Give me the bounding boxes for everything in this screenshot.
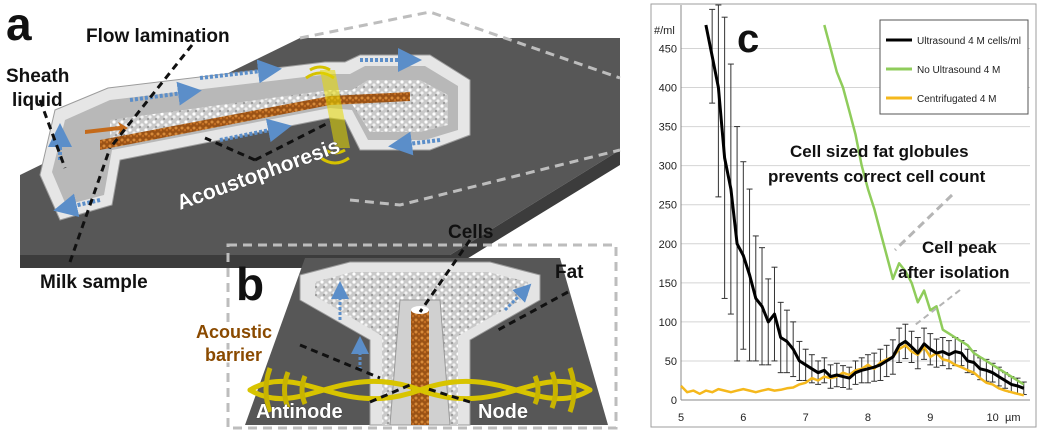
- annotation-fat-line2: prevents correct cell count: [768, 167, 986, 186]
- x-tick-labels: 5 6 7 8 9 10: [678, 412, 999, 424]
- node-label: Node: [478, 401, 528, 423]
- panel-letter-c: c: [737, 17, 759, 61]
- series-line-1: [823, 24, 1025, 386]
- sheath-label-line1: Sheath: [6, 66, 69, 87]
- annotation-fat-line1: Cell sized fat globules: [790, 142, 969, 161]
- leader-node: [424, 386, 471, 404]
- leader-cells: [418, 239, 472, 313]
- x-tick-label: 5: [678, 412, 684, 424]
- chip-slab-side: [20, 150, 620, 268]
- series-line-0: [704, 24, 1025, 390]
- y-tick-label: 100: [659, 317, 677, 329]
- flow-arrows-a: [48, 48, 441, 218]
- panel-b: b Cells Fat Acoustic barrier Antinode No…: [195, 222, 618, 430]
- chart-legend: Ultrasound 4 M cells/ml No Ultrasound 4 M…: [879, 19, 1029, 115]
- y-tick-label: 50: [665, 356, 677, 368]
- y-tick-label: 200: [659, 239, 677, 251]
- leader-flow-lamination: [108, 44, 194, 149]
- y-tick-label: 400: [659, 83, 677, 95]
- flow-arrows-b: [331, 281, 532, 370]
- antinode-label: Antinode: [256, 401, 343, 423]
- ultrasound-waves-a: [305, 65, 350, 165]
- leader-acoustophoresis-1: [204, 136, 256, 162]
- cell-stream-a: [100, 92, 410, 150]
- leader-barrier: [299, 343, 381, 380]
- panel-b-frame: [226, 243, 618, 430]
- x-tick-label: 7: [803, 412, 809, 424]
- sheath-label-line2: liquid: [12, 90, 63, 111]
- annotation-pointer: [893, 193, 954, 252]
- wave-arcs-b: [263, 367, 577, 413]
- inlet-arrow-a: [85, 122, 128, 134]
- milk-sample-label: Milk sample: [40, 272, 148, 293]
- y-tick-label: 250: [659, 200, 677, 212]
- panel-letter-a: a: [6, 0, 32, 50]
- barrier-label-line2: barrier: [205, 345, 262, 365]
- zoom-box-a: [299, 10, 621, 207]
- cell-stream-b: [411, 310, 429, 425]
- legend-label: No Ultrasound 4 M: [917, 65, 1000, 76]
- y-tick-label: 150: [659, 278, 677, 290]
- x-tick-label: 9: [927, 412, 933, 424]
- leader-fat: [497, 290, 569, 332]
- flow-lamination-label: Flow lamination: [86, 26, 230, 47]
- barrier-label-line1: Acoustic: [196, 322, 272, 342]
- annotation-peak-line2: after isolation: [898, 263, 1009, 282]
- y-tick-label: 450: [659, 43, 677, 55]
- x-tick-label: 6: [740, 412, 746, 424]
- y-tick-labels: 0 50 100 150 200 250 300 350 400 450: [659, 43, 677, 407]
- transducer-zone-a: [320, 70, 350, 148]
- y-tick-label: 350: [659, 122, 677, 134]
- leader-acoustophoresis-2: [254, 120, 331, 162]
- legend-label: Centrifugated 4 M: [917, 94, 997, 105]
- annotation-peak-line1: Cell peak: [922, 238, 997, 257]
- x-tick-label: 10: [986, 412, 998, 424]
- leader-milk-sample: [68, 147, 112, 263]
- leader-sheath-liquid: [38, 99, 67, 169]
- cells-label: Cells: [448, 222, 493, 243]
- y-tick-label: 300: [659, 161, 677, 173]
- y-tick-label: 0: [671, 395, 677, 407]
- fat-label: Fat: [555, 262, 584, 283]
- series-line-2: [680, 344, 1025, 397]
- leader-antinode: [369, 383, 411, 404]
- y-axis-label: #/ml: [654, 25, 675, 37]
- series-lines: [680, 24, 1025, 397]
- standing-wave-b: [247, 378, 593, 402]
- x-axis-unit: µm: [1005, 412, 1021, 424]
- x-tick-label: 8: [865, 412, 871, 424]
- legend-label: Ultrasound 4 M cells/ml: [917, 36, 1021, 47]
- panel-a: a Flow lamination Sheath liquid Acoustop…: [6, 0, 621, 293]
- panel-letter-b: b: [236, 258, 264, 310]
- panel-c-chart: #/ml 0 50 100 150 200 250 300 350 400 450 5 6 7 8 9 10…: [650, 3, 1037, 428]
